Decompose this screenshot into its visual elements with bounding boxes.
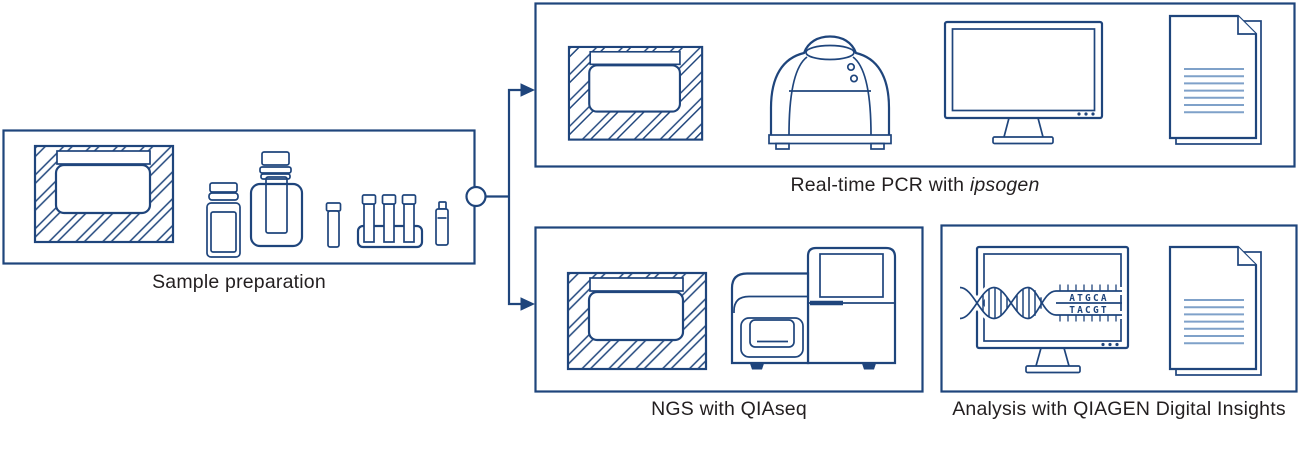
report-document-icon [1168, 245, 1263, 377]
pcr-label: Real-time PCR with ipsogen [535, 174, 1295, 196]
tube-rack-icon [356, 194, 424, 249]
sample-prep-label: Sample preparation [3, 271, 475, 293]
ngs-label: NGS with QIAseq [535, 398, 923, 420]
ngs-label-text: NGS with QIAseq [651, 398, 807, 420]
sequencer-icon [730, 246, 897, 370]
dna-monitor-icon: ATGCA TACGT [958, 245, 1130, 374]
report-document-icon [1168, 14, 1263, 146]
analysis-box [940, 224, 1298, 393]
reagent-bottle-large-icon [249, 151, 304, 248]
monitor-stand [1035, 347, 1070, 367]
kit-box-icon [567, 45, 704, 141]
sample-prep-label-text: Sample preparation [152, 271, 326, 293]
dna-sequence-top: ATGCA [1069, 293, 1109, 304]
thermocycler-icon [768, 35, 892, 150]
sample-tube-icon [325, 202, 342, 248]
monitor-icon [943, 20, 1104, 145]
analysis-label-text: Analysis with QIAGEN Digital Insights [952, 398, 1286, 420]
vial-icon [435, 201, 449, 246]
pcr-label-text: Real-time PCR with [790, 174, 965, 196]
branch-connector-circle [465, 185, 487, 208]
pcr-box [534, 2, 1296, 168]
pcr-label-emphasis: ipsogen [969, 174, 1040, 196]
monitor-stand [1003, 117, 1044, 138]
reagent-bottle-small-icon [206, 182, 241, 258]
arrow-right-icon [520, 297, 535, 311]
dna-sequence-bottom: TACGT [1069, 305, 1109, 316]
dna-helix-icon: ATGCA TACGT [958, 283, 1122, 323]
sequencer-screen [819, 253, 884, 298]
monitor-screen [951, 28, 1096, 112]
ngs-box [534, 226, 924, 393]
kit-box-icon [33, 144, 175, 244]
branch-connector-line [485, 88, 521, 306]
analysis-label: Analysis with QIAGEN Digital Insights [941, 398, 1297, 420]
arrow-right-icon [520, 83, 535, 97]
kit-box-icon [566, 271, 708, 371]
